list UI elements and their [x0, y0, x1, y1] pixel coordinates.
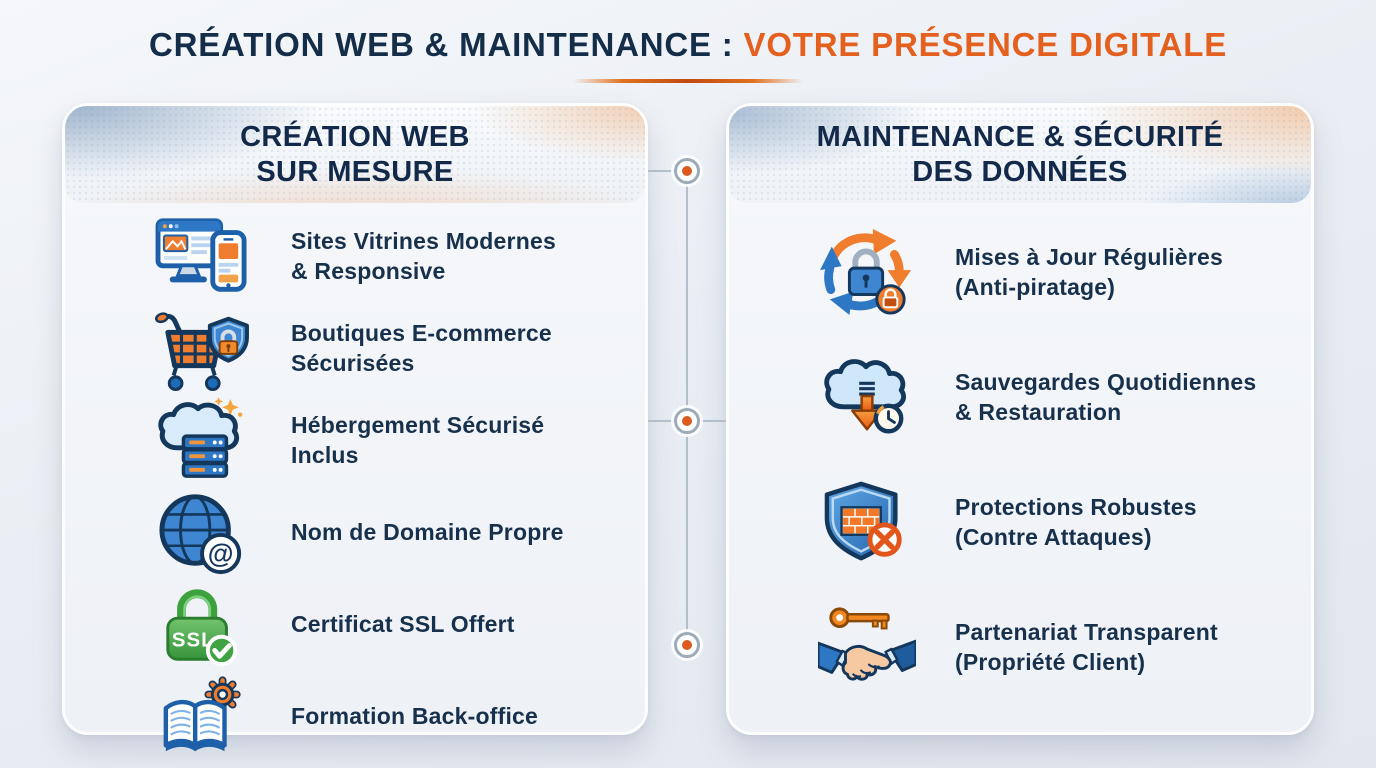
domain-globe-icon: @: [159, 494, 242, 575]
page-title-main: CRÉATION WEB & MAINTENANCE :: [148, 26, 734, 63]
feature-label: Protections Robustes (Contre Attaques): [955, 493, 1197, 550]
creation-web-panel-body: Sites Vitrines Modernes & Responsive: [65, 203, 645, 752]
cloud-hosting-servers-icon: [158, 397, 243, 478]
updates-sync-lock-icon: [820, 229, 911, 316]
creation-web-panel-title: CRÉATION WEB SUR MESURE: [240, 120, 470, 188]
connector-horizontal-line-top: [648, 170, 687, 172]
firewall-shield-icon: [813, 477, 921, 569]
creation-web-panel: CRÉATION WEB SUR MESURE: [62, 103, 648, 752]
feature-item-ssl: SSL Certificat SSL Offert: [149, 579, 627, 671]
domain-globe-icon: @: [149, 487, 257, 579]
responsive-devices-icon: [149, 211, 257, 303]
cloud-backup-icon: [813, 352, 921, 444]
handshake-key-icon: [813, 602, 921, 694]
page-title-accent: VOTRE PRÉSENCE DIGITALE: [743, 26, 1228, 63]
feature-item-sauvegardes: Sauvegardes Quotidiennes & Restauration: [813, 352, 1293, 444]
secure-ecommerce-cart-icon: [155, 312, 249, 392]
feature-label: Certificat SSL Offert: [291, 611, 515, 638]
feature-item-sites-vitrines: Sites Vitrines Modernes & Responsive: [149, 211, 627, 303]
feature-label: Sites Vitrines Modernes & Responsive: [291, 228, 556, 284]
feature-item-domaine: @ Nom de Domaine Propre: [149, 487, 627, 579]
firewall-shield-icon: [824, 481, 902, 561]
updates-sync-lock-icon: [813, 227, 921, 319]
cloud-hosting-servers-icon: [149, 395, 257, 487]
connector-horizontal-line-mid-left: [648, 420, 687, 422]
feature-item-protections: Protections Robustes (Contre Attaques): [813, 477, 1293, 569]
title-underline-decoration: [573, 79, 803, 83]
backoffice-training-book-icon: [149, 671, 257, 763]
maintenance-panel-header: MAINTENANCE & SÉCURITÉ DES DONNÉES: [729, 106, 1311, 203]
connector-node-bottom: [674, 632, 700, 658]
page-title: CRÉATION WEB & MAINTENANCE : VOTRE PRÉSE…: [0, 26, 1376, 64]
feature-item-hebergement: Hébergement Sécurisé Inclus: [149, 395, 627, 487]
ssl-certificate-lock-icon: SSL: [166, 589, 238, 667]
feature-label: Boutiques E-commerce Sécurisées: [291, 320, 552, 376]
backoffice-training-book-icon: [163, 676, 241, 752]
svg-text:SSL: SSL: [172, 629, 215, 652]
page-header: CRÉATION WEB & MAINTENANCE : VOTRE PRÉSE…: [0, 26, 1376, 83]
feature-label: Hébergement Sécurisé Inclus: [291, 412, 545, 468]
maintenance-panel-body: Mises à Jour Régulières (Anti-piratage): [729, 203, 1311, 726]
feature-label: Mises à Jour Régulières (Anti-piratage): [955, 244, 1223, 301]
cloud-backup-icon: [824, 359, 906, 434]
feature-item-mises-a-jour: Mises à Jour Régulières (Anti-piratage): [813, 227, 1293, 319]
feature-item-ecommerce: Boutiques E-commerce Sécurisées: [149, 303, 627, 395]
feature-item-formation: Formation Back-office: [149, 671, 627, 763]
feature-label: Formation Back-office: [291, 703, 539, 730]
secure-ecommerce-cart-icon: [149, 303, 257, 395]
ssl-certificate-lock-icon: SSL: [149, 579, 257, 671]
feature-label: Nom de Domaine Propre: [291, 519, 564, 546]
creation-web-panel-header: CRÉATION WEB SUR MESURE: [65, 106, 645, 203]
responsive-devices-icon: [155, 218, 247, 292]
maintenance-panel-title: MAINTENANCE & SÉCURITÉ DES DONNÉES: [816, 120, 1224, 188]
connector-horizontal-line-mid-right: [687, 420, 726, 422]
maintenance-panel: MAINTENANCE & SÉCURITÉ DES DONNÉES: [726, 103, 1314, 735]
feature-item-partenariat: Partenariat Transparent (Propriété Clien…: [813, 602, 1293, 694]
svg-text:@: @: [208, 538, 234, 568]
feature-label: Partenariat Transparent (Propriété Clien…: [955, 618, 1218, 675]
connector-node-middle: [674, 408, 700, 434]
feature-label: Sauvegardes Quotidiennes & Restauration: [955, 369, 1257, 426]
connector-node-top: [674, 158, 700, 184]
handshake-key-icon: [818, 607, 916, 681]
